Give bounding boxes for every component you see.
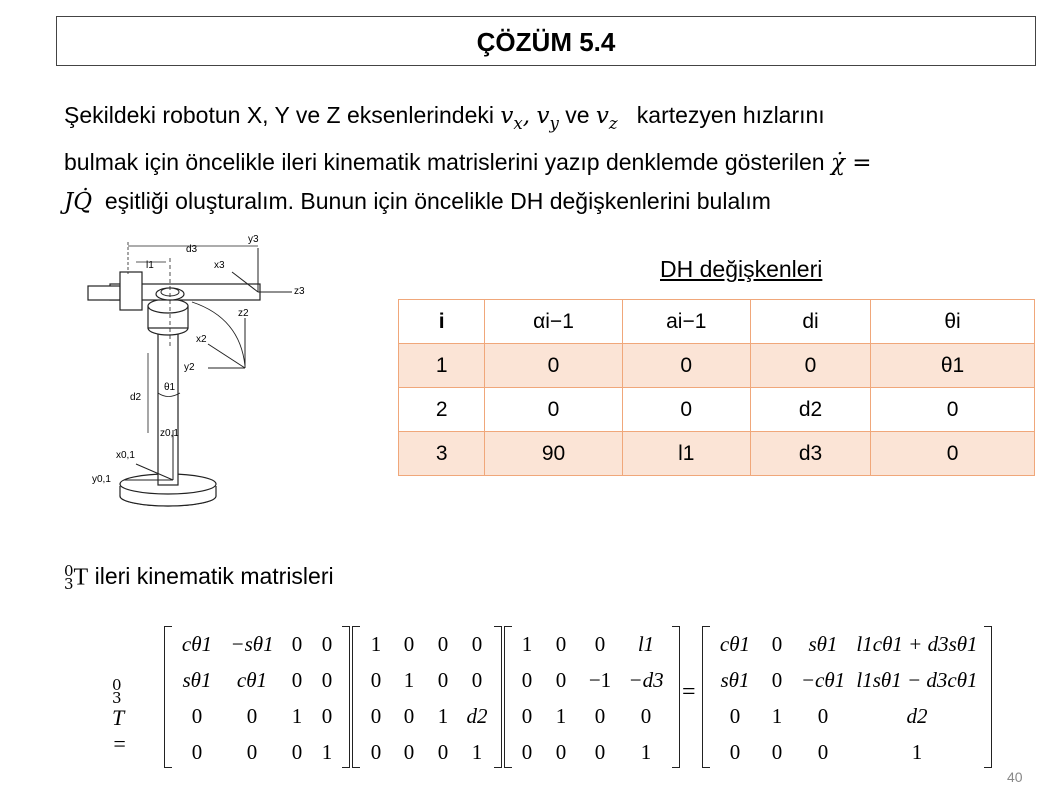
dh-cell: 1 — [397, 343, 486, 388]
dh-cell: l1 — [621, 431, 751, 476]
section-text: ileri kinematik matrisleri — [94, 563, 334, 589]
page-title: ÇÖZÜM 5.4 — [476, 27, 616, 57]
header-i: i — [397, 299, 486, 344]
label-y2: y2 — [184, 362, 195, 373]
dh-cell: 0 — [870, 431, 1035, 476]
dh-cell: 0 — [621, 387, 751, 432]
label-d3: d3 — [186, 244, 198, 255]
label-x2: x2 — [196, 334, 207, 345]
dh-table: i αi−1 ai−1 di θi 1 0 0 0 θ1 2 0 0 d2 0 … — [397, 299, 1035, 476]
label-z3: z3 — [294, 286, 305, 297]
dh-cell: d3 — [749, 431, 872, 476]
robot-column — [157, 322, 179, 486]
label-z01: z0,1 — [160, 428, 179, 439]
header-alpha: αi−1 — [484, 299, 623, 344]
dh-row: 1 0 0 0 θ1 — [397, 343, 1035, 388]
joint-top — [147, 298, 189, 314]
label-z2: z2 — [238, 308, 249, 319]
robot-figure: d3 l1 y3 x3 z3 z2 x2 y2 θ1 d2 z0,1 x0,1 … — [87, 234, 305, 507]
label-y3: y3 — [248, 234, 259, 245]
dh-cell: 0 — [484, 387, 623, 432]
label-x01: x0,1 — [116, 450, 135, 461]
x01-axis — [135, 463, 174, 481]
lhs-T: T = — [112, 704, 127, 756]
header-theta: θi — [870, 299, 1035, 344]
dh-cell: 0 — [870, 387, 1035, 432]
dh-table-title: DH değişkenleri — [660, 256, 823, 282]
intro-line2: bulmak için öncelikle ileri kinematik ma… — [64, 148, 825, 175]
vy-symbol: vy — [536, 103, 559, 133]
dh-cell: 0 — [621, 343, 751, 388]
x3-axis — [231, 271, 259, 293]
label-y01: y0,1 — [92, 474, 111, 485]
label-x3: x3 — [214, 260, 225, 271]
dh-row: 3 90 l1 d3 0 — [397, 431, 1035, 476]
equals-sign: = — [682, 679, 696, 705]
label-d2: d2 — [130, 392, 142, 403]
header-d: di — [749, 299, 872, 344]
jq-symbol: JQ̇ — [64, 188, 93, 215]
chi-equation: χ̇ = — [831, 149, 872, 176]
dh-header-row: i αi−1 ai−1 di θi — [397, 299, 1035, 344]
intro-part1: Şekildeki robotun X, Y ve Z eksenlerinde… — [64, 102, 495, 128]
dh-cell: 0 — [484, 343, 623, 388]
dh-cell: 2 — [397, 387, 486, 432]
intro-line3: eşitliği oluşturalım. Bunun için öncelik… — [104, 187, 771, 214]
dh-cell: 0 — [749, 343, 872, 388]
page-number: 40 — [1007, 769, 1023, 785]
title-box: ÇÖZÜM 5.4 — [56, 16, 1036, 66]
label-theta1: θ1 — [164, 382, 176, 393]
ve-word: ve — [565, 102, 590, 128]
intro-paragraph: Şekildeki robotun X, Y ve Z eksenlerinde… — [64, 96, 1024, 221]
dh-cell: 90 — [484, 431, 623, 476]
comma: , — [522, 103, 531, 129]
dh-cell: 3 — [397, 431, 486, 476]
robot-block — [119, 271, 143, 311]
vx-symbol: vx — [500, 103, 523, 133]
theta1-arc — [157, 392, 181, 397]
dh-row: 2 0 0 d2 0 — [397, 387, 1035, 432]
dh-cell: θ1 — [870, 343, 1035, 388]
x2-axis — [207, 343, 246, 369]
arc-line — [191, 301, 246, 367]
label-l1: l1 — [146, 260, 154, 271]
header-a: ai−1 — [621, 299, 751, 344]
robot-end — [87, 285, 121, 301]
transform-symbol: T — [73, 564, 89, 591]
dh-cell: d2 — [749, 387, 872, 432]
vz-symbol: vz — [595, 103, 618, 133]
intro-part2: kartezyen hızlarını — [636, 102, 825, 128]
